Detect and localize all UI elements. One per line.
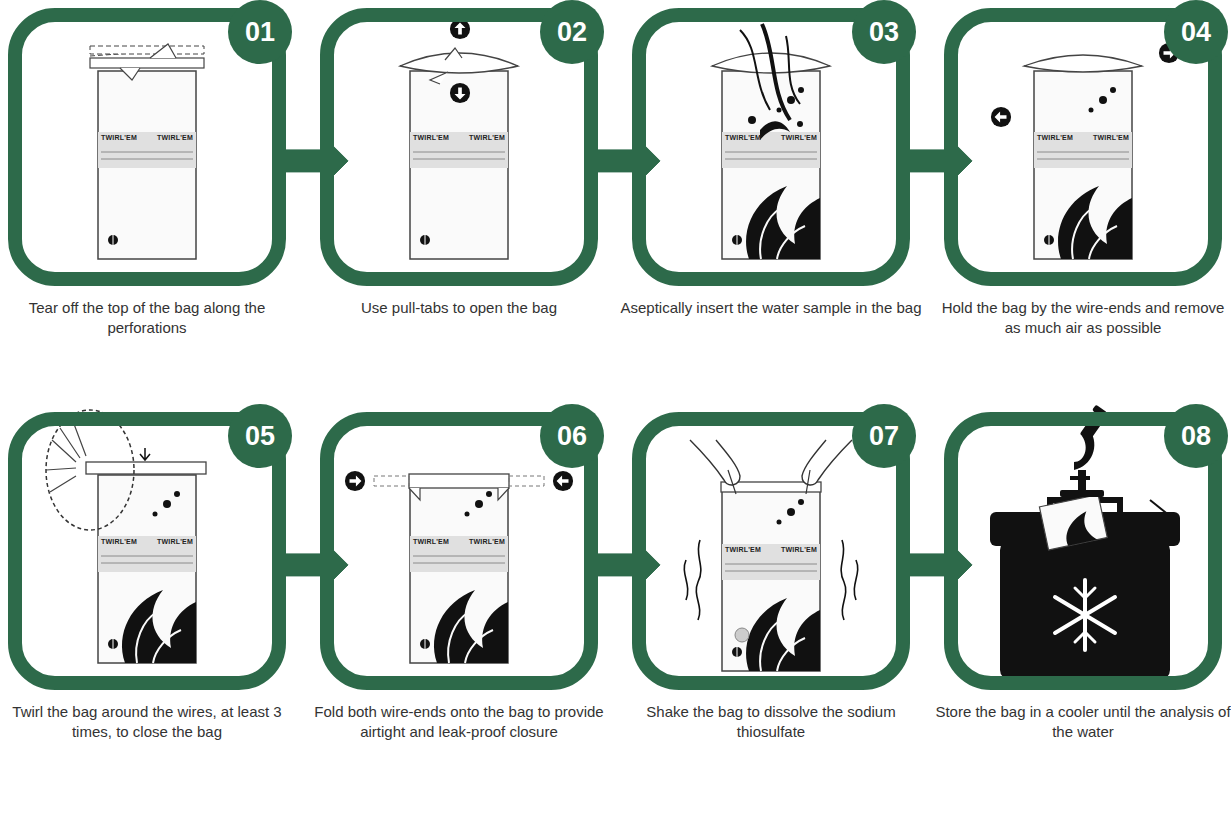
- step-panel: 01Tear off the top of the bag along the …: [8, 8, 286, 286]
- step-caption: Use pull-tabs to open the bag: [308, 298, 610, 318]
- arrow-shape: [588, 137, 660, 185]
- bag-brand: TWIRL'EM: [1093, 134, 1129, 141]
- step-panel: 03Aseptically insert the water sample in…: [632, 8, 910, 286]
- step-caption: Tear off the top of the bag along the pe…: [0, 298, 298, 339]
- bag-brand: TWIRL'EM: [157, 538, 193, 545]
- bag-brand: TWIRL'EM: [157, 134, 193, 141]
- step-arrow: [588, 137, 660, 185]
- bag-brand: TWIRL'EM: [725, 546, 761, 553]
- step-panel: 04Hold the bag by the wire-ends and remo…: [944, 8, 1222, 286]
- step-caption: Shake the bag to dissolve the sodium thi…: [620, 702, 922, 743]
- step-caption: Store the bag in a cooler until the anal…: [932, 702, 1231, 743]
- step-panel: 08Store the bag in a cooler until the an…: [944, 412, 1222, 690]
- bag-brand: TWIRL'EM: [725, 134, 761, 141]
- step-caption: Aseptically insert the water sample in t…: [620, 298, 922, 318]
- cooler-illustration: [990, 405, 1180, 680]
- arrow-shape: [900, 137, 972, 185]
- bag-illustration: [991, 43, 1179, 259]
- step-caption: Hold the bag by the wire-ends and remove…: [932, 298, 1231, 339]
- step-number: 02: [540, 0, 604, 64]
- step-arrow: [900, 137, 972, 185]
- arrow-shape: [276, 137, 348, 185]
- step-caption: Twirl the bag around the wires, at least…: [0, 702, 298, 743]
- bag-brand: TWIRL'EM: [413, 134, 449, 141]
- bag-illustration: [90, 44, 204, 259]
- bag-brand: TWIRL'EM: [101, 538, 137, 545]
- step-number: 01: [228, 0, 292, 64]
- step-arrow: [276, 137, 348, 185]
- step-panel: 06Fold both wire-ends onto the bag to pr…: [320, 412, 598, 690]
- bag-brand: TWIRL'EM: [101, 134, 137, 141]
- step-panel: 07Shake the bag to dissolve the sodium t…: [632, 412, 910, 690]
- step-panel: 02Use pull-tabs to open the bag: [320, 8, 598, 286]
- step-number: 06: [540, 404, 604, 468]
- step-arrow: [588, 541, 660, 589]
- bag-illustration: [712, 24, 830, 259]
- bag-illustration: [46, 410, 206, 663]
- step-arrow: [276, 541, 348, 589]
- bag-brand: TWIRL'EM: [469, 134, 505, 141]
- bag-brand: TWIRL'EM: [469, 538, 505, 545]
- step-caption: Fold both wire-ends onto the bag to prov…: [308, 702, 610, 743]
- bag-brand: TWIRL'EM: [781, 546, 817, 553]
- step-number: 04: [1164, 0, 1228, 64]
- arrow-shape: [276, 541, 348, 589]
- step-arrow: [900, 541, 972, 589]
- bag-brand: TWIRL'EM: [413, 538, 449, 545]
- step-number: 03: [852, 0, 916, 64]
- bag-illustration: [684, 440, 857, 671]
- step-panel: 05Twirl the bag around the wires, at lea…: [8, 412, 286, 690]
- bag-brand: TWIRL'EM: [1037, 134, 1073, 141]
- bag-illustration: [400, 19, 518, 259]
- arrow-shape: [900, 541, 972, 589]
- arrow-shape: [588, 541, 660, 589]
- bag-brand: TWIRL'EM: [781, 134, 817, 141]
- step-number: 05: [228, 404, 292, 468]
- step-number: 07: [852, 404, 916, 468]
- bag-illustration: [345, 471, 573, 663]
- step-number: 08: [1164, 404, 1228, 468]
